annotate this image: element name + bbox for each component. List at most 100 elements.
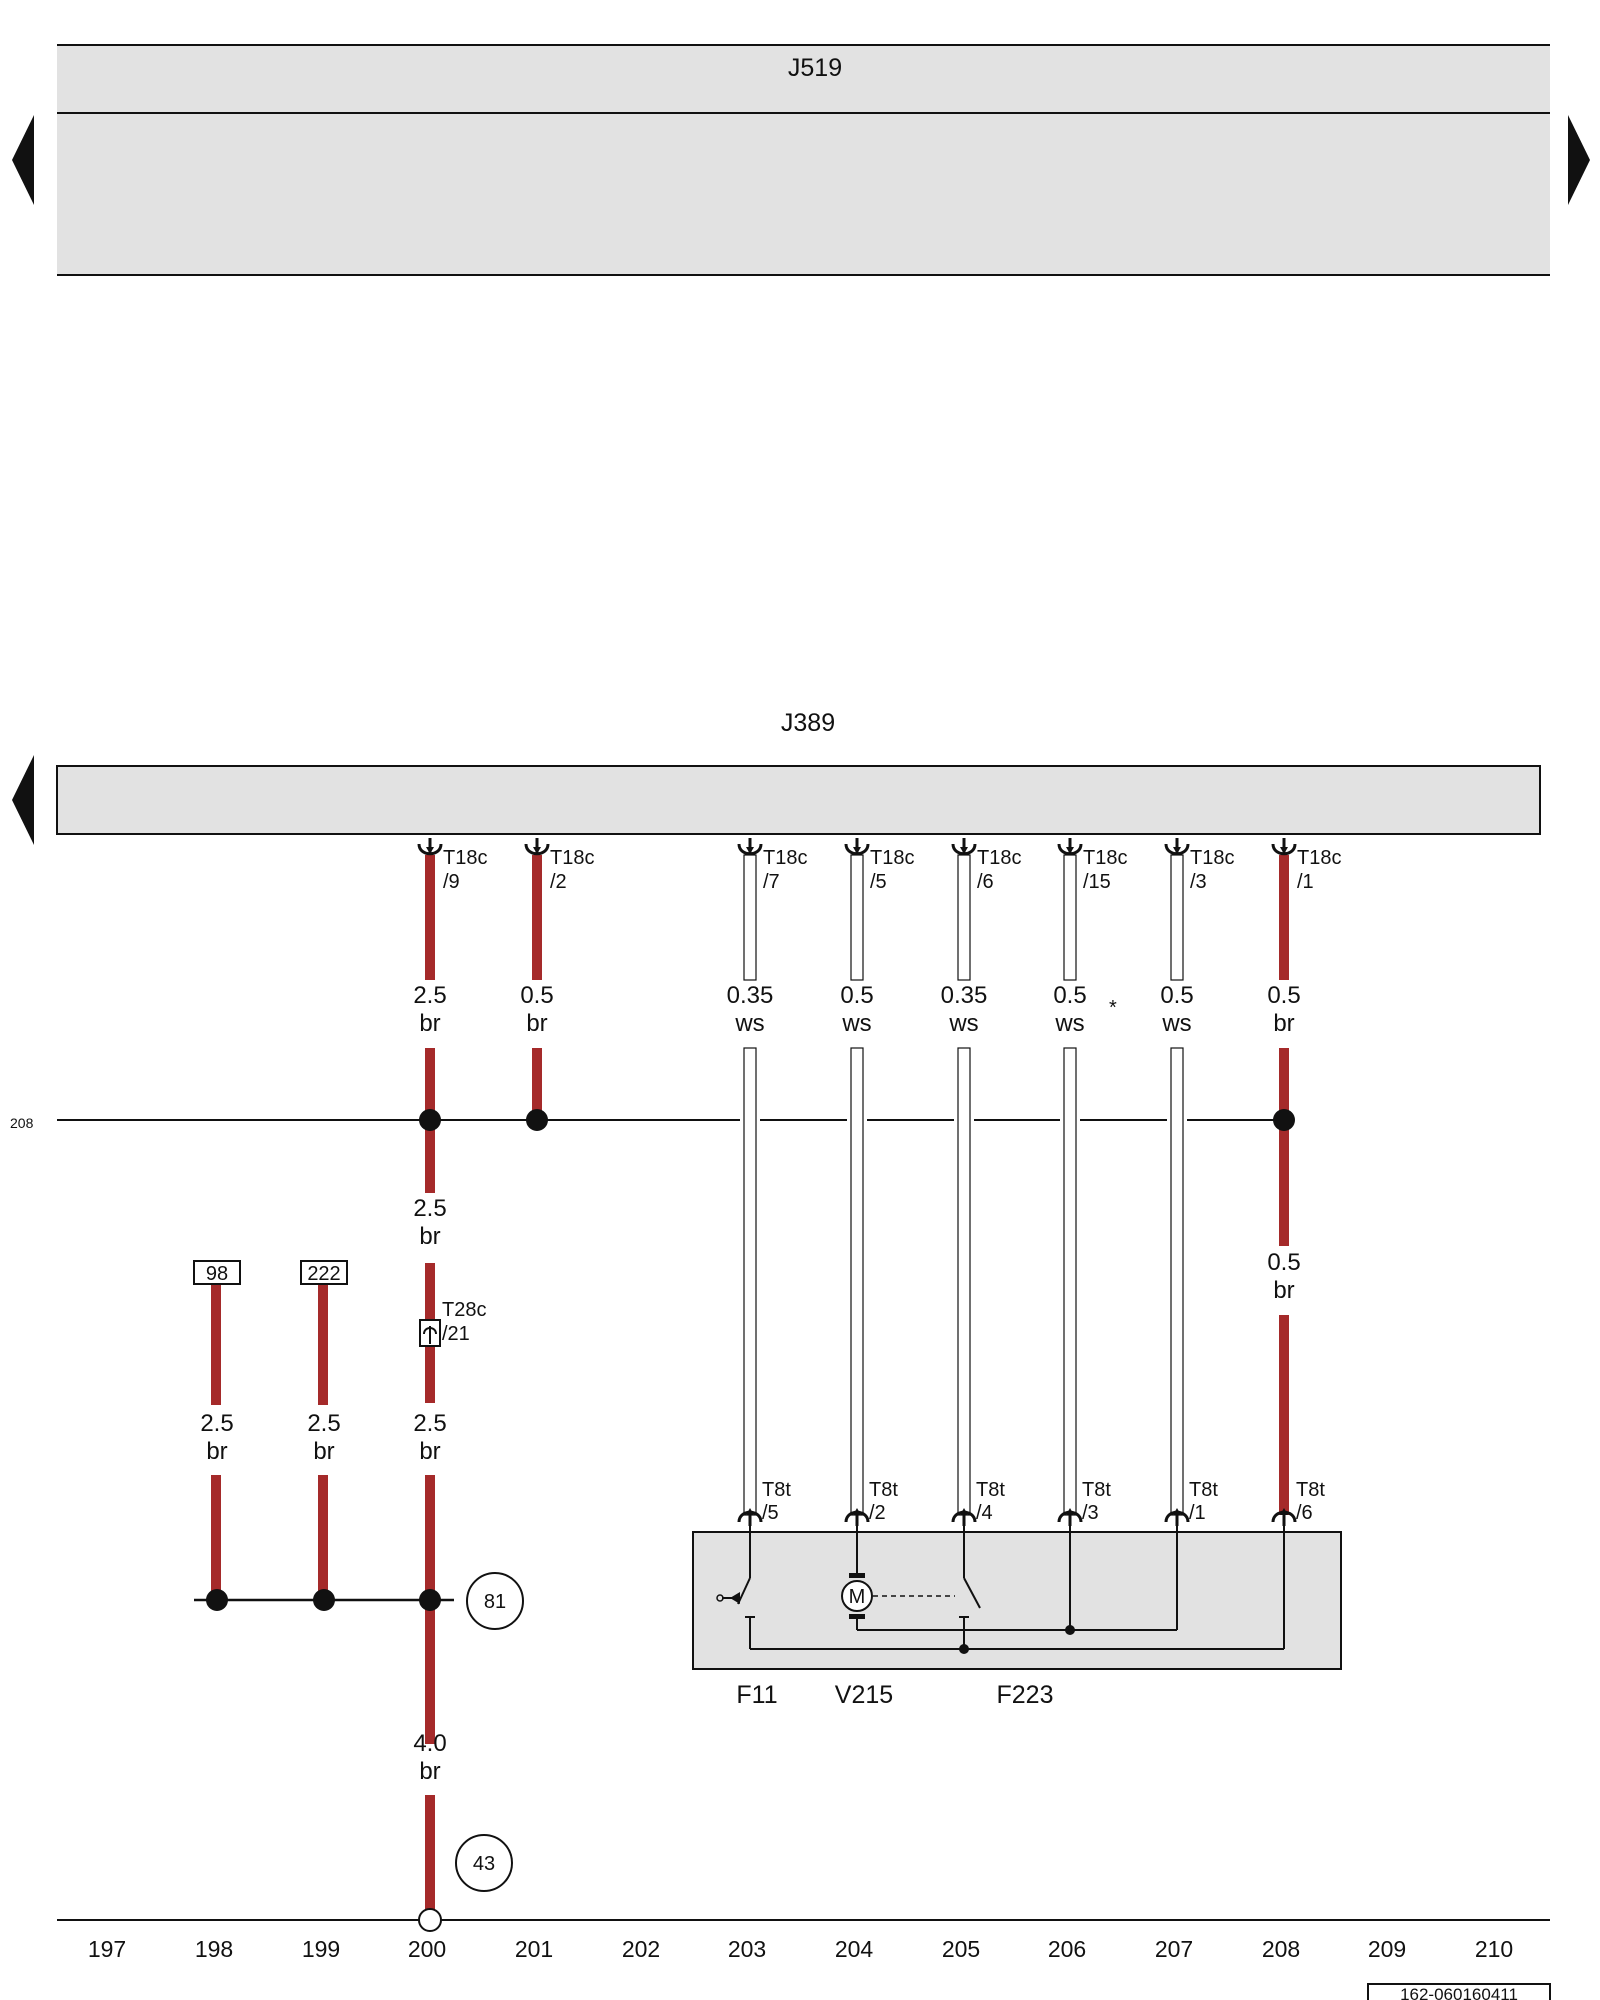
- connector-plug: T18c: [763, 847, 807, 869]
- connector-pin: /15: [1083, 871, 1111, 893]
- column-number: 200: [408, 1936, 446, 1962]
- pin-icon: [1164, 836, 1190, 856]
- wire-color: br: [419, 1010, 440, 1037]
- pin-icon: [737, 836, 763, 856]
- ground-connection: 81 43: [194, 1572, 524, 1892]
- wire-size: 0.5: [520, 982, 553, 1009]
- component-label-j389: J389: [781, 709, 835, 737]
- wire-size: 2.5: [413, 982, 446, 1009]
- pin-icon: [951, 1506, 977, 1528]
- column-number: 206: [1048, 1936, 1086, 1962]
- page-left-arrow[interactable]: [12, 115, 34, 205]
- page-right-arrow[interactable]: [1568, 115, 1590, 205]
- reference-box-98: 98: [206, 1263, 228, 1285]
- wire-color: ws: [1161, 1010, 1191, 1037]
- label-v215: V215: [835, 1681, 893, 1709]
- column-number: 208: [1262, 1936, 1300, 1962]
- pin-icon: [844, 1506, 870, 1528]
- column-number: 205: [942, 1936, 980, 1962]
- connector-plug: T18c: [443, 847, 487, 869]
- sub-component-labels: F11 V215 F223: [736, 1681, 1053, 1709]
- side-reference-208: 208: [10, 1115, 34, 1131]
- label-f11: F11: [736, 1681, 777, 1709]
- pin-icon: [1164, 1506, 1190, 1528]
- wire-color: br: [419, 1758, 440, 1785]
- connector-pin: /1: [1297, 871, 1314, 893]
- pin-icon: [1057, 1506, 1083, 1528]
- component-j519: J519: [57, 44, 1550, 276]
- column-number: 199: [302, 1936, 340, 1962]
- wire-size: 2.5: [413, 1410, 446, 1437]
- column-number: 198: [195, 1936, 233, 1962]
- pin-icon: [1271, 1506, 1297, 1528]
- column-number: 197: [88, 1936, 126, 1962]
- connector-plug: T18c: [1083, 847, 1127, 869]
- connector-plug: T18c: [977, 847, 1021, 869]
- note-marker: *: [1109, 997, 1117, 1019]
- connector-pin: /5: [870, 871, 887, 893]
- wire-color: br: [419, 1438, 440, 1465]
- motor-symbol-icon: M: [849, 1586, 866, 1608]
- connector-pin: /3: [1082, 1502, 1099, 1524]
- pin-icon: [737, 1506, 763, 1528]
- wire-color: ws: [1054, 1010, 1084, 1037]
- pin-icon: [417, 836, 443, 856]
- connector-pin: /2: [550, 871, 567, 893]
- connector-plug: T8t: [1189, 1479, 1218, 1501]
- wire-size: 0.5: [1160, 982, 1193, 1009]
- wire-color: br: [206, 1438, 227, 1465]
- connector-pin: /6: [1296, 1502, 1313, 1524]
- connector-plug: T18c: [1297, 847, 1341, 869]
- wire-color: br: [526, 1010, 547, 1037]
- connector-pin: /3: [1190, 871, 1207, 893]
- wire-color: ws: [734, 1010, 764, 1037]
- wire-size: 0.5: [1267, 982, 1300, 1009]
- wire-size: 0.35: [727, 982, 774, 1009]
- connector-plug: T18c: [870, 847, 914, 869]
- ground-point-81: 81: [484, 1591, 506, 1613]
- label-f223: F223: [997, 1681, 1054, 1709]
- lower-wire-labels: 2.5 br 2.5 br 2.5 br 0.5 br 4.0 br: [200, 1249, 1300, 1785]
- connector-plug: T8t: [869, 1479, 898, 1501]
- component-label-j519: J519: [788, 54, 842, 82]
- column-number: 210: [1475, 1936, 1513, 1962]
- connector-pin: /4: [976, 1502, 993, 1524]
- splice-dots: [419, 1109, 1295, 1131]
- reference-boxes: 98 222: [193, 1260, 348, 1285]
- wire-size: 2.5: [307, 1410, 340, 1437]
- component-group-f11-v215-f223: M: [692, 1520, 1342, 1670]
- connector-pin: /9: [443, 871, 460, 893]
- connector-pin: /5: [762, 1502, 779, 1524]
- j389-left-arrow[interactable]: [12, 755, 34, 845]
- wire-size: 4.0: [413, 1730, 446, 1757]
- connector-pin: /21: [442, 1323, 470, 1345]
- connector-plug: T18c: [1190, 847, 1234, 869]
- column-number: 204: [835, 1936, 874, 1962]
- wire-color: br: [1273, 1010, 1294, 1037]
- column-number: 201: [515, 1936, 553, 1962]
- reference-box-222: 222: [307, 1263, 340, 1285]
- connector-plug: T8t: [762, 1479, 791, 1501]
- column-numbers: 197 198 199 200 201 202 203 204 205 206 …: [88, 1936, 1513, 1962]
- connector-plug: T28c: [442, 1299, 486, 1321]
- connector-pin: /1: [1189, 1502, 1206, 1524]
- wire-color: br: [1273, 1277, 1294, 1304]
- wire-color: br: [419, 1223, 440, 1250]
- upper-connectors: T18c /9 T18c /2 T18c /7 T18c /5 T18c /6 …: [417, 836, 1341, 893]
- column-number: 202: [622, 1936, 660, 1962]
- pin-icon: [1271, 836, 1297, 856]
- column-number: 207: [1155, 1936, 1193, 1962]
- document-id-text: 162-060160411: [1400, 1985, 1518, 2000]
- wire-size: 2.5: [413, 1195, 446, 1222]
- connector-pin: /6: [977, 871, 994, 893]
- component-j389: J389: [56, 709, 1541, 835]
- pin-icon: [951, 836, 977, 856]
- pin-icon: [1057, 836, 1083, 856]
- pin-icon: [844, 836, 870, 856]
- connector-plug: T8t: [976, 1479, 1005, 1501]
- lower-connectors: T8t /5 T8t /2 T8t /4 T8t /3 T8t /1 T8t /…: [737, 1479, 1325, 1528]
- upper-wire-labels: 2.5 br 0.5 br 0.35 ws 0.5 ws 0.35 ws 0.5…: [413, 982, 1300, 1037]
- connector-plug: T8t: [1082, 1479, 1111, 1501]
- document-id: 162-060160411: [1367, 1983, 1551, 2000]
- wire-size: 0.35: [941, 982, 988, 1009]
